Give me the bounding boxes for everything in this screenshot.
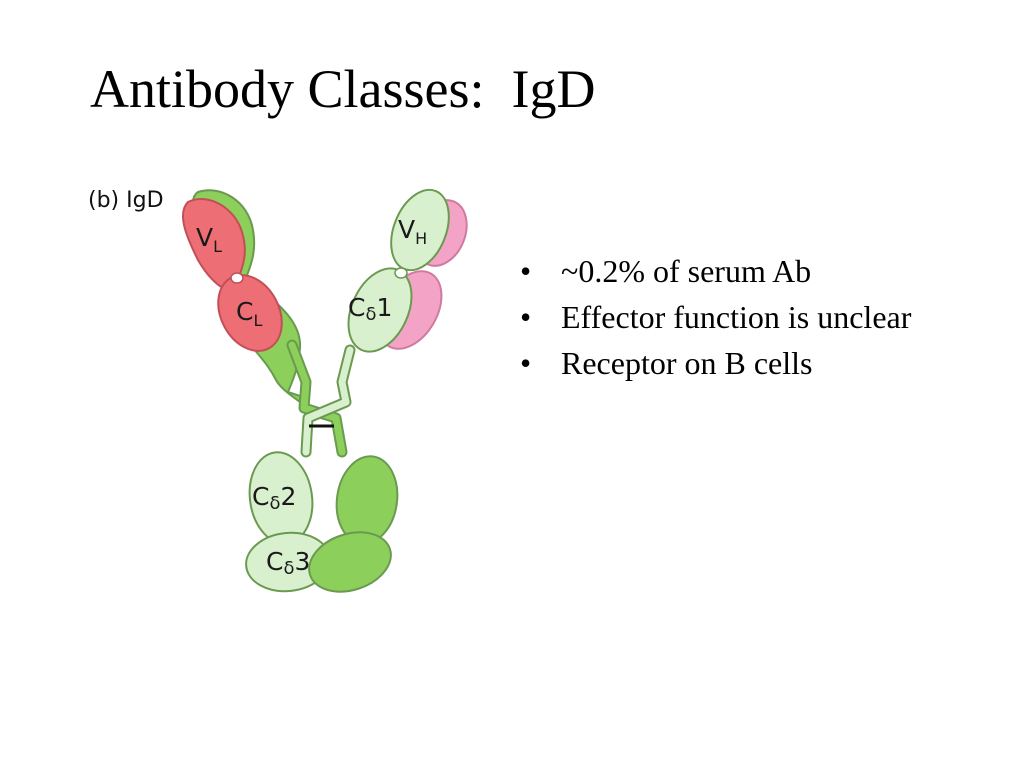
green-ch3-domain <box>308 531 392 593</box>
bullet-list: • ~0.2% of serum Ab • Effector function … <box>520 252 940 390</box>
domain-labels: VL CL VH Cδ1 Cδ2 Cδ3 <box>196 215 427 579</box>
light-chain-left <box>182 197 283 352</box>
fc-green-chain <box>308 455 399 593</box>
slide-title: Antibody Classes: IgD <box>90 59 596 119</box>
cd1-label: Cδ1 <box>348 293 392 325</box>
right-heavy-chain-arm <box>347 188 450 353</box>
cd2-label: Cδ2 <box>252 482 296 514</box>
hinge-region <box>286 339 356 458</box>
bullet-item-serum: • ~0.2% of serum Ab <box>520 252 940 290</box>
pale-hinge-strand <box>302 346 354 456</box>
bullet-item-receptor: • Receptor on B cells <box>520 344 940 382</box>
vh-label: VH <box>398 215 427 248</box>
green-hinge-strand <box>288 341 346 456</box>
igd-antibody-figure: (b) IgD <box>80 170 500 610</box>
bullet-mark: • <box>520 299 532 335</box>
vh-cd1-hinge-gap <box>394 267 408 279</box>
bullet-text: Effector function is unclear <box>561 299 912 335</box>
cl-label: CL <box>236 297 262 330</box>
panel-label: (b) IgD <box>88 188 164 213</box>
vl-cl-hinge-gap <box>230 272 244 284</box>
cd3-label: Cδ3 <box>266 547 310 579</box>
igd-structure-diagram: (b) IgD <box>88 188 468 593</box>
bullet-mark: • <box>520 253 532 289</box>
bullet-mark: • <box>520 345 532 381</box>
bullet-item-effector: • Effector function is unclear <box>520 298 940 336</box>
vl-label: VL <box>196 223 222 256</box>
bullet-text: Receptor on B cells <box>561 345 813 381</box>
bullet-text: ~0.2% of serum Ab <box>561 253 812 289</box>
